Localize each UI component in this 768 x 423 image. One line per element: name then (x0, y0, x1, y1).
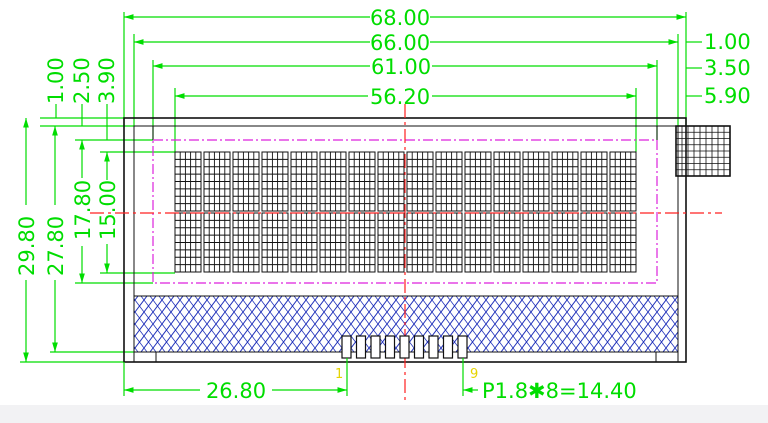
character-matrix (174, 151, 637, 273)
character-cell (464, 212, 492, 273)
pin (370, 335, 381, 359)
character-cell (406, 212, 434, 273)
pin-header (341, 335, 468, 359)
dim-active-height: 15.00 (96, 180, 120, 240)
dim-overall-height: 29.80 (15, 216, 39, 276)
pin (399, 335, 410, 359)
character-cell (203, 212, 231, 273)
dim-left-top-1: 1.00 (44, 57, 68, 104)
dim-right-1: 1.00 (704, 30, 751, 54)
dim-pin-pitch: P1.8✱8=14.40 (482, 379, 637, 403)
character-cell (232, 212, 260, 273)
character-cell (551, 151, 579, 212)
character-cell (493, 151, 521, 212)
pin (341, 335, 352, 359)
pin-label-first: 1 (335, 367, 343, 382)
pin (355, 335, 367, 359)
dim-outline-width: 66.00 (370, 31, 430, 55)
character-cell (261, 212, 289, 273)
right-dimensions: 1.00 3.50 5.90 (686, 30, 751, 108)
left-vertical-dimensions: 29.80 27.80 17.80 15.00 (15, 118, 175, 363)
character-cell (319, 151, 347, 212)
character-cell (522, 151, 550, 212)
footer-strip (0, 405, 768, 423)
pin (428, 335, 439, 359)
character-cell (290, 212, 318, 273)
dim-outline-height: 27.80 (44, 216, 68, 276)
character-cell (348, 212, 376, 273)
left-top-dimensions: 1.00 2.50 3.90 (40, 57, 175, 153)
pin (384, 335, 396, 359)
backlight-tab (675, 125, 731, 177)
dim-viewing-width: 61.00 (371, 55, 431, 79)
character-cell (348, 151, 376, 212)
character-cell (464, 151, 492, 212)
character-cell (203, 151, 231, 212)
character-cell (174, 151, 202, 212)
dim-pin1-offset: 26.80 (206, 379, 266, 403)
pin-label-last: 9 (470, 367, 478, 382)
character-cell (290, 151, 318, 212)
top-dimensions: 68.00 66.00 61.00 56.20 (123, 6, 687, 152)
character-cell (261, 151, 289, 212)
character-cell (377, 212, 405, 273)
character-cell (319, 212, 347, 273)
character-cell (435, 151, 463, 212)
character-cell (551, 212, 579, 273)
character-cell (580, 151, 608, 212)
dim-right-2: 3.50 (704, 56, 751, 80)
character-cell (493, 212, 521, 273)
character-cell (406, 151, 434, 212)
pin (442, 335, 454, 359)
character-cell (377, 151, 405, 212)
dim-overall-width: 68.00 (370, 6, 430, 30)
dim-left-top-3: 3.90 (95, 57, 119, 104)
pin (413, 335, 425, 359)
character-cell (609, 212, 637, 273)
bottom-dimensions: 26.80 P1.8✱8=14.40 (123, 358, 637, 403)
character-cell (174, 212, 202, 273)
dim-active-width: 56.20 (370, 85, 430, 109)
character-cell (580, 212, 608, 273)
character-cell (232, 151, 260, 212)
dim-right-3: 5.90 (704, 84, 751, 108)
character-cell (435, 212, 463, 273)
pin (457, 335, 468, 359)
dim-left-top-2: 2.50 (70, 57, 94, 104)
character-cell (522, 212, 550, 273)
dim-viewing-height: 17.80 (71, 180, 95, 240)
character-cell (609, 151, 637, 212)
